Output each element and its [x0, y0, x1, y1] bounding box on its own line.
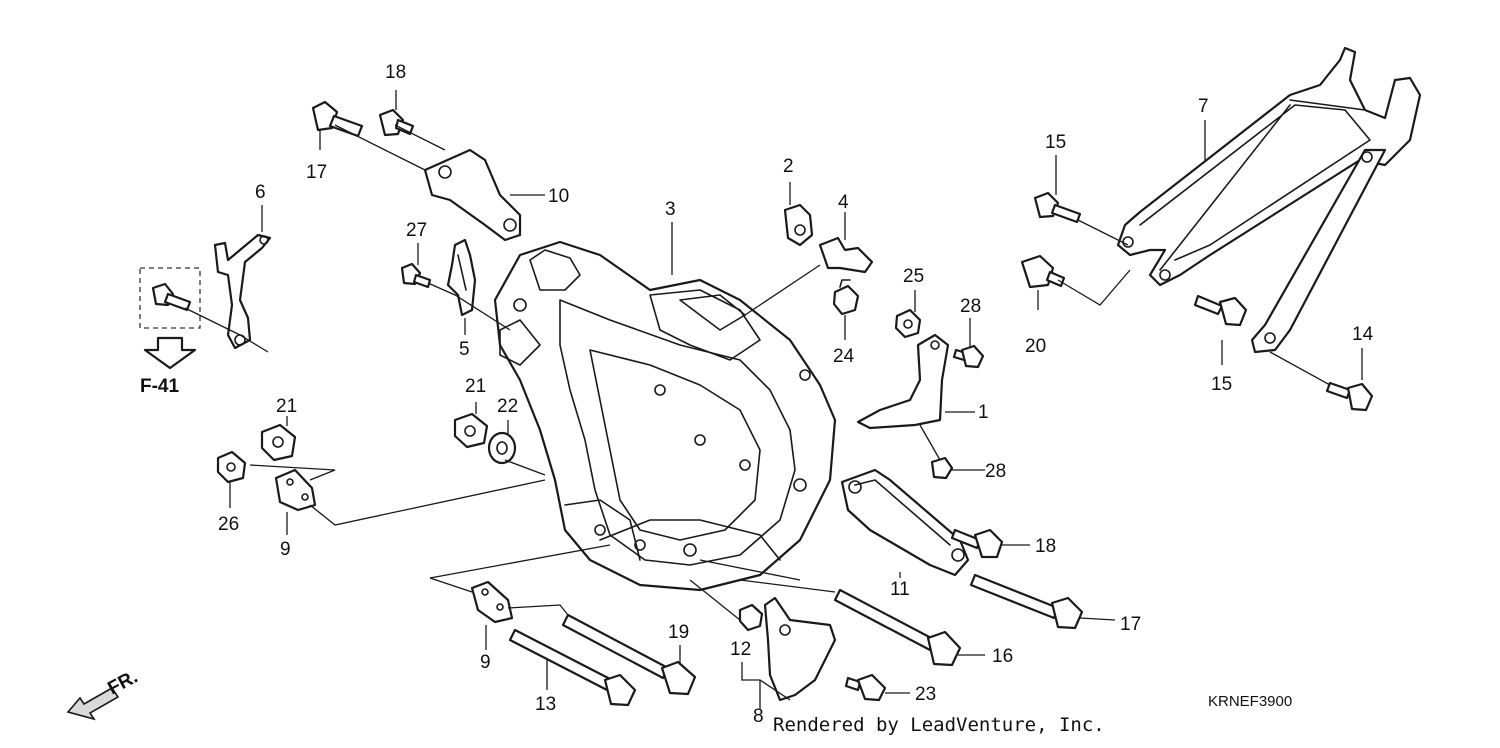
callout-9-upper: 9 [280, 539, 291, 560]
sub-frame[interactable] [1116, 46, 1422, 354]
leader-lines [184, 90, 1363, 710]
frame-guard-plate[interactable] [763, 596, 837, 702]
bolt-23[interactable] [844, 673, 887, 702]
callout-24: 24 [833, 346, 855, 367]
clip-part-4[interactable] [818, 236, 874, 274]
clip-part-2[interactable] [783, 203, 814, 247]
hose-guide-bracket[interactable] [213, 233, 272, 350]
callout-26: 26 [218, 514, 239, 535]
bolt-18-upper[interactable] [378, 108, 415, 137]
nut-12[interactable] [738, 603, 764, 632]
callout-14: 14 [1352, 324, 1374, 345]
callout-18-upper: 18 [385, 62, 406, 83]
callout-23: 23 [915, 684, 936, 705]
callout-17-lower: 17 [1120, 614, 1141, 635]
diagram-code: KRNEF3900 [1208, 693, 1292, 710]
callout-10: 10 [548, 186, 569, 207]
nut-24[interactable] [832, 279, 860, 316]
callout-2: 2 [783, 156, 794, 177]
nut-21-center[interactable] [453, 412, 489, 449]
callout-9-lower: 9 [480, 652, 491, 673]
nut-21-left[interactable] [260, 423, 297, 462]
main-frame-body[interactable] [493, 240, 837, 592]
bolt-16[interactable] [833, 588, 962, 667]
callout-4: 4 [838, 192, 849, 213]
callout-21-left: 21 [276, 396, 297, 417]
callout-5: 5 [459, 339, 470, 360]
reference-f41: F-41 [139, 267, 201, 397]
callout-22: 22 [497, 396, 518, 417]
render-credit: Rendered by LeadVenture, Inc. [773, 714, 1105, 736]
callout-1: 1 [978, 402, 989, 423]
callout-16: 16 [992, 646, 1013, 667]
callout-7: 7 [1198, 96, 1209, 117]
callout-6: 6 [255, 182, 266, 203]
callout-28-upper: 28 [960, 296, 981, 317]
bracket-right[interactable] [856, 333, 950, 430]
callout-21-center: 21 [465, 376, 486, 397]
engine-hanger-lower-right[interactable] [840, 468, 970, 577]
callout-18-lower: 18 [1035, 536, 1056, 557]
callout-3: 3 [665, 199, 676, 220]
callout-15-upper: 15 [1045, 132, 1066, 153]
callout-13: 13 [535, 694, 556, 715]
front-direction-indicator: FR. [66, 667, 141, 721]
bolt-27[interactable] [400, 262, 432, 289]
callout-8: 8 [753, 706, 764, 727]
callout-25: 25 [903, 266, 924, 287]
engine-hanger-plate-upper[interactable] [423, 148, 522, 242]
bolt-28-upper[interactable] [952, 344, 985, 369]
bolt-14[interactable] [1325, 381, 1374, 412]
callout-labels: 1 2 3 4 5 6 7 8 9 9 10 11 12 13 14 15 15… [218, 62, 1374, 727]
wire-clamp[interactable] [446, 238, 477, 317]
callout-17-upper: 17 [306, 162, 327, 183]
callout-19: 19 [668, 622, 689, 643]
callout-28-lower: 28 [985, 461, 1006, 482]
bolt-13[interactable] [508, 628, 637, 707]
bolt-28-lower[interactable] [930, 456, 954, 480]
bolt-f41[interactable] [151, 282, 192, 312]
callout-20: 20 [1025, 336, 1046, 357]
hanger-plate-left-upper[interactable] [274, 468, 317, 512]
reference-label: F-41 [140, 376, 180, 397]
bolt-15-lower[interactable] [1193, 294, 1248, 327]
callout-15-lower: 15 [1211, 374, 1232, 395]
hanger-plate-left-lower[interactable] [470, 580, 514, 624]
bolt-20[interactable] [1020, 254, 1066, 289]
callout-11: 11 [890, 579, 910, 600]
bolt-15-upper[interactable] [1033, 191, 1082, 224]
bolt-18-lower[interactable] [950, 528, 1004, 559]
nut-26[interactable] [216, 450, 247, 484]
bolt-19[interactable] [561, 613, 697, 696]
callout-27: 27 [406, 220, 427, 241]
washer-22[interactable] [487, 431, 517, 465]
callout-12: 12 [730, 639, 751, 660]
nut-25[interactable] [894, 308, 922, 339]
bolt-17-lower[interactable] [969, 573, 1084, 630]
